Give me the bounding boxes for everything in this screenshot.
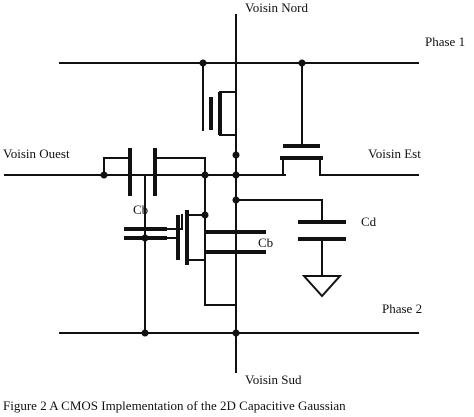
label-cd: Cd	[361, 214, 377, 229]
cb-lower-capacitor	[205, 230, 266, 254]
east-transistor	[280, 62, 323, 176]
north-drain	[219, 86, 237, 93]
junction-dot	[100, 171, 108, 179]
cb-upper-left-lead	[103, 157, 131, 176]
label-cb-upper: Cb	[133, 202, 148, 217]
north-transistor	[202, 62, 237, 136]
cb-upper-right-lead	[154, 157, 206, 176]
junction-dot	[232, 329, 240, 337]
junction-dot	[232, 151, 240, 159]
cd-capacitor	[235, 199, 346, 298]
junction-dot	[232, 196, 240, 204]
label-voisin-ouest: Voisin Ouest	[3, 146, 70, 161]
label-voisin-nord: Voisin Nord	[245, 0, 308, 15]
junction-dot	[141, 329, 149, 337]
junction-dot	[141, 234, 149, 242]
west-gate-connect	[166, 214, 183, 230]
label-voisin-est: Voisin Est	[368, 146, 421, 161]
cb-upper-capacitor	[103, 148, 206, 196]
junction-dot	[201, 211, 209, 219]
label-phase2: Phase 2	[382, 301, 422, 316]
center-transistor	[166, 174, 237, 306]
junction-dot	[232, 171, 240, 179]
ground-icon	[301, 275, 343, 298]
junction-dot	[201, 171, 209, 179]
label-voisin-sud: Voisin Sud	[245, 372, 302, 387]
junction-dot	[298, 59, 306, 67]
cd-lead-top	[235, 199, 323, 223]
junction-dot	[199, 59, 207, 67]
west-transistor	[124, 174, 183, 334]
label-cb-lower: Cb	[258, 235, 273, 250]
figure-caption: Figure 2 A CMOS Implementation of the 2D…	[3, 398, 346, 413]
label-phase1: Phase 1	[425, 34, 465, 49]
